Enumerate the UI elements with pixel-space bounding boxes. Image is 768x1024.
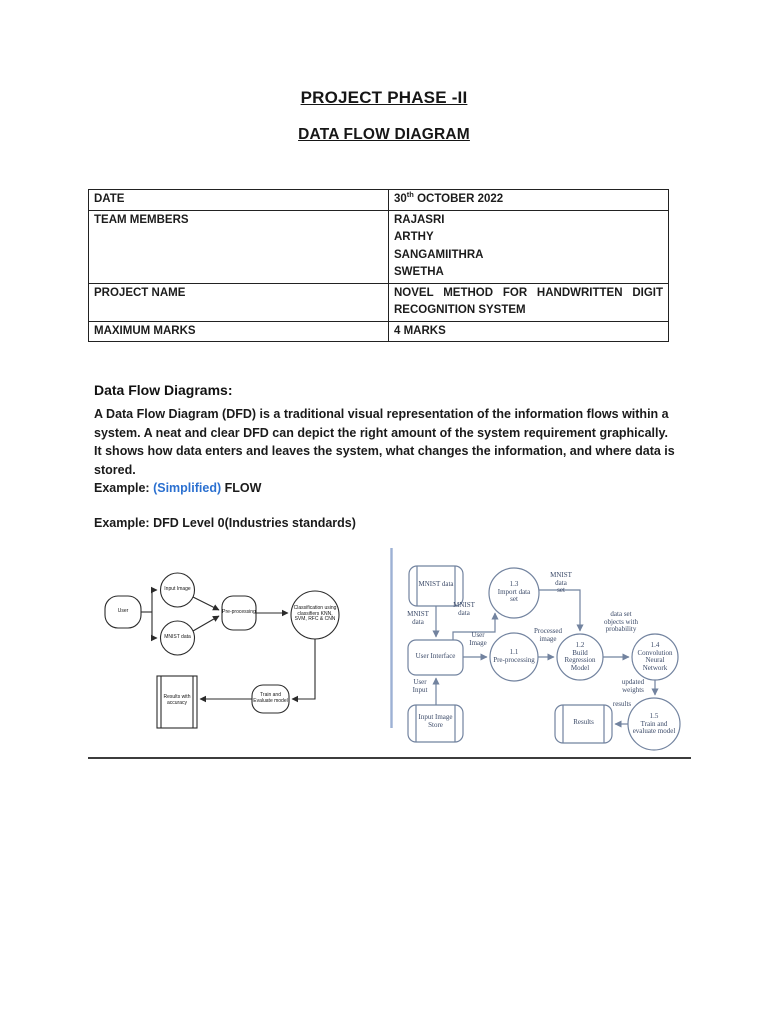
project-name-label: PROJECT NAME: [88, 282, 389, 322]
diagram-dfd-level0: MNIST data 1.3 Import data set User Inte…: [388, 545, 690, 757]
date-ordinal-suffix: th: [406, 190, 414, 200]
example2-text: DFD Level 0(Industries standards): [153, 515, 356, 530]
mnist-data-shape: [159, 620, 196, 656]
section-paragraph: A Data Flow Diagram (DFD) is a tradition…: [94, 407, 675, 477]
example-simplified-line: Example: (Simplified) FLOW: [94, 479, 676, 498]
train-evaluate-shape: [251, 684, 290, 714]
example1-prefix: Example:: [94, 481, 150, 496]
import-data-set-shape: [488, 567, 540, 619]
user-shape: [104, 595, 142, 629]
build-regression-shape: [556, 633, 604, 681]
dfd-level0-shapes: [390, 548, 681, 751]
team-member: SANGAMIITHRA: [394, 248, 484, 261]
team-members-value: RAJASRI ARTHY SANGAMIITHRA SWETHA: [388, 209, 669, 284]
pre-processing-shape: [489, 632, 539, 682]
page-subtitle: DATA FLOW DIAGRAM: [298, 126, 470, 143]
results-store-shape: [156, 675, 198, 729]
date-day: 30: [394, 193, 407, 205]
train-evaluate-shape: [627, 697, 681, 751]
table-row-team-members: TEAM MEMBERS RAJASRI ARTHY SANGAMIITHRA …: [88, 209, 669, 284]
conv-network-shape: [631, 633, 679, 681]
pre-processing-shape: [221, 595, 257, 631]
team-member: RAJASRI: [394, 213, 445, 226]
simplified-flow-shapes: [104, 572, 340, 729]
results-store-shape: [554, 704, 613, 744]
team-member: SWETHA: [394, 266, 444, 278]
team-members-label: TEAM MEMBERS: [88, 209, 389, 284]
table-row-maximum-marks: MAXIMUM MARKS 4 MARKS: [88, 320, 669, 342]
date-value: 30th OCTOBER 2022: [388, 189, 669, 211]
example-dfd-level0-line: Example: DFD Level 0(Industries standard…: [94, 514, 676, 533]
team-member: ARTHY: [394, 231, 434, 243]
diagram-simplified-flow: User Input Image MNIST data Pre-processi…: [95, 550, 345, 740]
example1-highlight: (Simplified): [153, 481, 222, 496]
date-rest: OCTOBER 2022: [413, 193, 504, 205]
classification-shape: [290, 590, 340, 640]
project-name-value: NOVEL METHOD FOR HANDWRITTEN DIGIT RECOG…: [388, 282, 669, 322]
table-row-date: DATE 30th OCTOBER 2022: [88, 189, 669, 211]
input-image-shape: [159, 572, 196, 608]
info-table: DATE 30th OCTOBER 2022 TEAM MEMBERS RAJA…: [88, 189, 669, 342]
maximum-marks-label: MAXIMUM MARKS: [88, 320, 389, 342]
dfd-text-section: Data Flow Diagrams: A Data Flow Diagram …: [94, 382, 676, 533]
horizontal-rule: [88, 757, 691, 759]
table-row-project-name: PROJECT NAME NOVEL METHOD FOR HANDWRITTE…: [88, 282, 669, 322]
example1-suffix: FLOW: [224, 481, 262, 496]
example2-prefix: Example:: [94, 515, 150, 530]
date-label: DATE: [88, 189, 389, 211]
user-interface-shape: [407, 639, 464, 676]
maximum-marks-value: 4 MARKS: [388, 320, 669, 342]
page-title: PROJECT PHASE -II: [300, 88, 468, 107]
section-heading: Data Flow Diagrams:: [94, 382, 233, 398]
